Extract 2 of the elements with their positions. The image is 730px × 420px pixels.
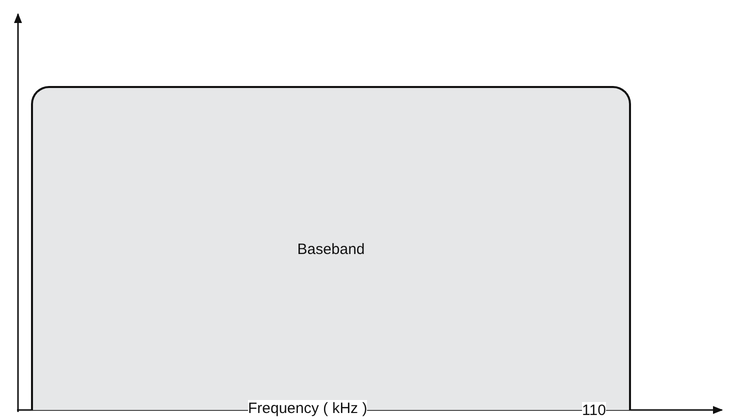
band-label: Baseband [297, 240, 365, 258]
axis-title: Frequency ( kHz ) [248, 400, 368, 417]
